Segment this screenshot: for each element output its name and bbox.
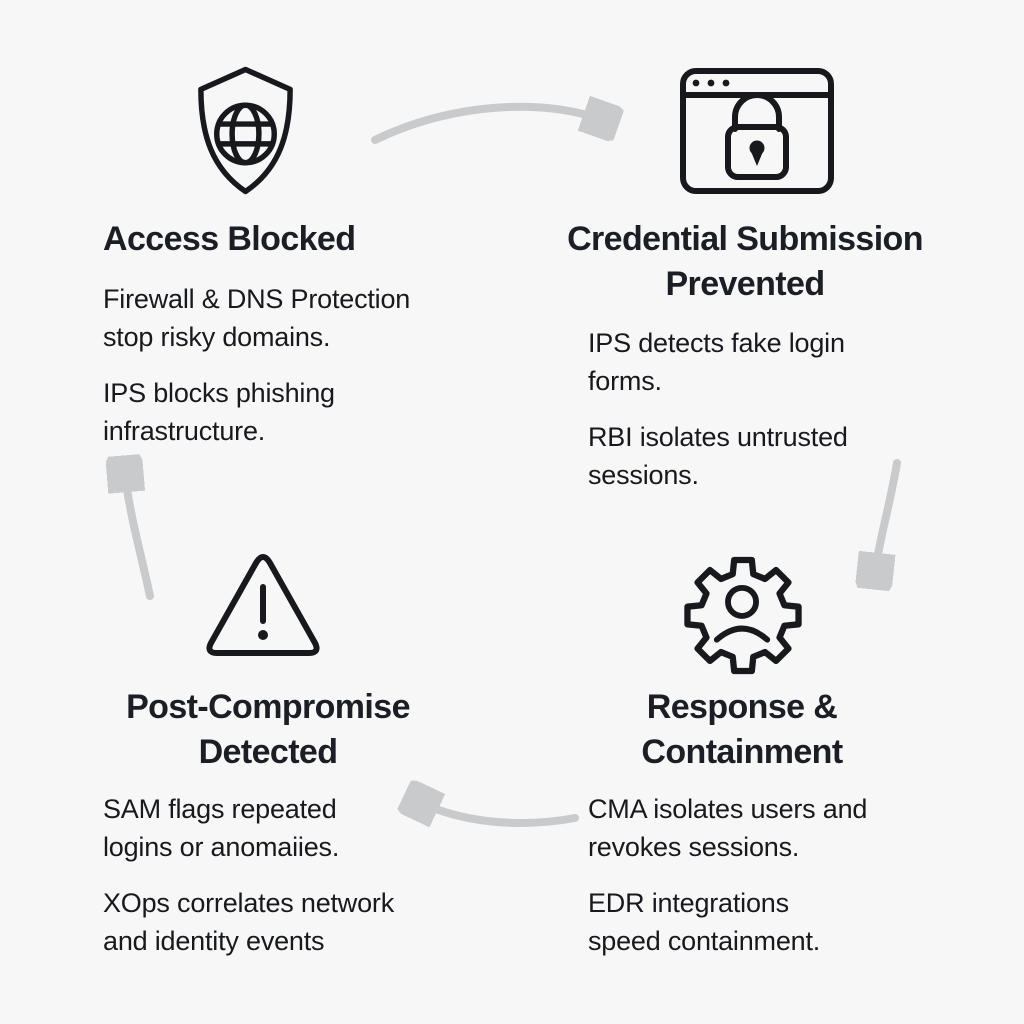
warning-triangle-icon — [203, 548, 323, 664]
step-point: XOps correlates network and identity eve… — [103, 888, 395, 957]
title-line: Access Blocked — [103, 220, 356, 258]
title-line: Response & — [646, 688, 838, 726]
title-line: Post-Compromise — [126, 688, 410, 726]
arrow-bottom — [395, 773, 585, 853]
shield-globe-icon — [186, 62, 305, 198]
title-line: Detected — [198, 732, 338, 771]
step-body-credential-submission-prevented: IPS detects fake login forms. RBI isolat… — [588, 324, 948, 494]
arrow-right — [850, 455, 925, 595]
title-line: Credential Submission — [567, 220, 923, 258]
step-title-response-containment: Response & Containment — [592, 685, 892, 775]
gear-user-icon — [680, 552, 806, 679]
step-point: IPS detects fake login forms. — [588, 328, 845, 397]
step-point: RBI isolates untrusted sessions. — [588, 422, 848, 491]
step-point: EDR integrations speed containment. — [588, 888, 821, 957]
step-point: Firewall & DNS Protection stop risky dom… — [103, 284, 411, 353]
browser-lock-icon — [679, 67, 835, 195]
arrow-left — [95, 452, 175, 604]
step-point: SAM flags repeated logins or anomaiies. — [103, 794, 340, 863]
step-body-response-containment: CMA isolates users and revokes sessions.… — [588, 790, 958, 960]
title-line: Containment — [641, 732, 843, 771]
step-point: CMA isolates users and revokes sessions. — [588, 794, 868, 863]
step-point: IPS blocks phishing infrastructure. — [103, 378, 335, 447]
step-title-access-blocked: Access Blocked — [103, 217, 493, 262]
step-body-access-blocked: Firewall & DNS Protection stop risky dom… — [103, 280, 483, 450]
step-title-post-compromise-detected: Post-Compromise Detected — [88, 685, 448, 775]
arrow-top — [365, 82, 645, 172]
title-line: Prevented — [665, 264, 825, 303]
step-title-credential-submission-prevented: Credential Submission Prevented — [525, 217, 965, 307]
step-body-post-compromise-detected: SAM flags repeated logins or anomaiies. … — [103, 790, 483, 960]
